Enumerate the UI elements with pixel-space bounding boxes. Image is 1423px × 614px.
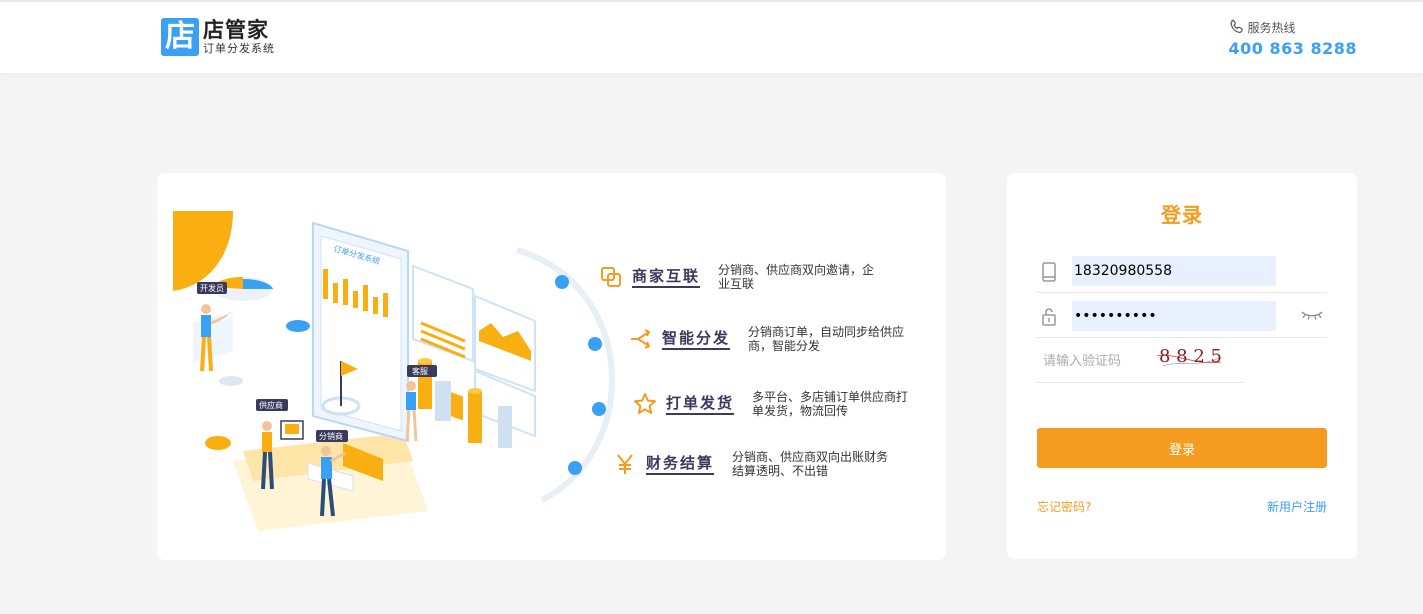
login-submit-button[interactable]: 登录 <box>1037 428 1327 468</box>
logo-subtitle: 订单分发系统 <box>203 42 275 55</box>
feature-desc: 分销商、供应商双向邀请，企业互联 <box>718 263 875 291</box>
feature-print-ship: 打单发货 多平台、多店铺订单供应商打单发货，物流回传 <box>632 390 912 418</box>
feature-merchant-link: 商家互联 分销商、供应商双向邀请，企业互联 <box>598 263 878 291</box>
forgot-password-link[interactable]: 忘记密码? <box>1037 500 1092 514</box>
promo-card: 订单分发系统 开发员 <box>157 173 946 560</box>
tag-distributor: 分销商 <box>319 431 343 441</box>
order-distribution-illustration: 订单分发系统 开发员 <box>173 211 536 531</box>
captcha-image[interactable]: 8 8 2 5 <box>1155 342 1225 372</box>
lock-icon <box>1042 308 1056 326</box>
feature-desc: 分销商、供应商双向出账财务结算透明、不出错 <box>732 450 889 478</box>
share-icon <box>631 329 651 349</box>
hotline-label: 服务热线 <box>1247 20 1296 35</box>
eye-closed-icon[interactable] <box>1301 309 1323 321</box>
timeline-dot-1 <box>555 275 569 289</box>
tag-developer: 开发员 <box>200 283 224 293</box>
feature-title: 财务结算 <box>646 454 715 475</box>
feature-title: 商家互联 <box>632 267 701 288</box>
login-card: 登录 8 8 2 5 登录 忘记密码? 新用户注册 <box>1007 173 1357 559</box>
feature-title: 智能分发 <box>662 329 731 350</box>
captcha-input[interactable] <box>1043 348 1143 374</box>
phone-icon <box>1230 19 1243 34</box>
feature-finance-settlement: 财务结算 分销商、供应商双向出账财务结算透明、不出错 <box>612 450 892 478</box>
top-header: 店 店管家 订单分发系统 服务热线 400 863 8288 <box>0 0 1423 73</box>
logo[interactable]: 店 店管家 订单分发系统 <box>161 18 275 56</box>
link-icon <box>601 267 621 287</box>
feature-title: 打单发货 <box>666 394 735 415</box>
captcha-text: 8 8 2 5 <box>1159 346 1222 367</box>
feature-desc: 分销商订单，自动同步给供应商，智能分发 <box>748 325 905 353</box>
yen-icon <box>617 454 633 474</box>
logo-mark: 店 <box>161 18 199 56</box>
timeline-dot-2 <box>588 337 602 351</box>
password-input[interactable] <box>1072 301 1276 331</box>
mobile-phone-icon <box>1042 262 1056 282</box>
captcha-row: 8 8 2 5 <box>1037 338 1243 383</box>
phone-row <box>1037 248 1327 293</box>
timeline-dot-4 <box>568 461 582 475</box>
star-icon <box>634 393 656 414</box>
password-row <box>1037 293 1327 338</box>
phone-input[interactable] <box>1072 256 1276 286</box>
hotline-number: 400 863 8288 <box>1228 39 1357 58</box>
service-hotline: 服务热线 400 863 8288 <box>1229 18 1357 58</box>
register-link[interactable]: 新用户注册 <box>1266 500 1327 514</box>
tag-service: 客服 <box>412 366 428 376</box>
logo-name: 店管家 <box>203 18 269 42</box>
login-title: 登录 <box>1161 203 1203 227</box>
feature-smart-distribution: 智能分发 分销商订单，自动同步给供应商，智能分发 <box>628 325 908 353</box>
tag-supplier: 供应商 <box>259 400 283 410</box>
feature-desc: 多平台、多店铺订单供应商打单发货，物流回传 <box>752 390 909 418</box>
timeline-dot-3 <box>592 402 606 416</box>
